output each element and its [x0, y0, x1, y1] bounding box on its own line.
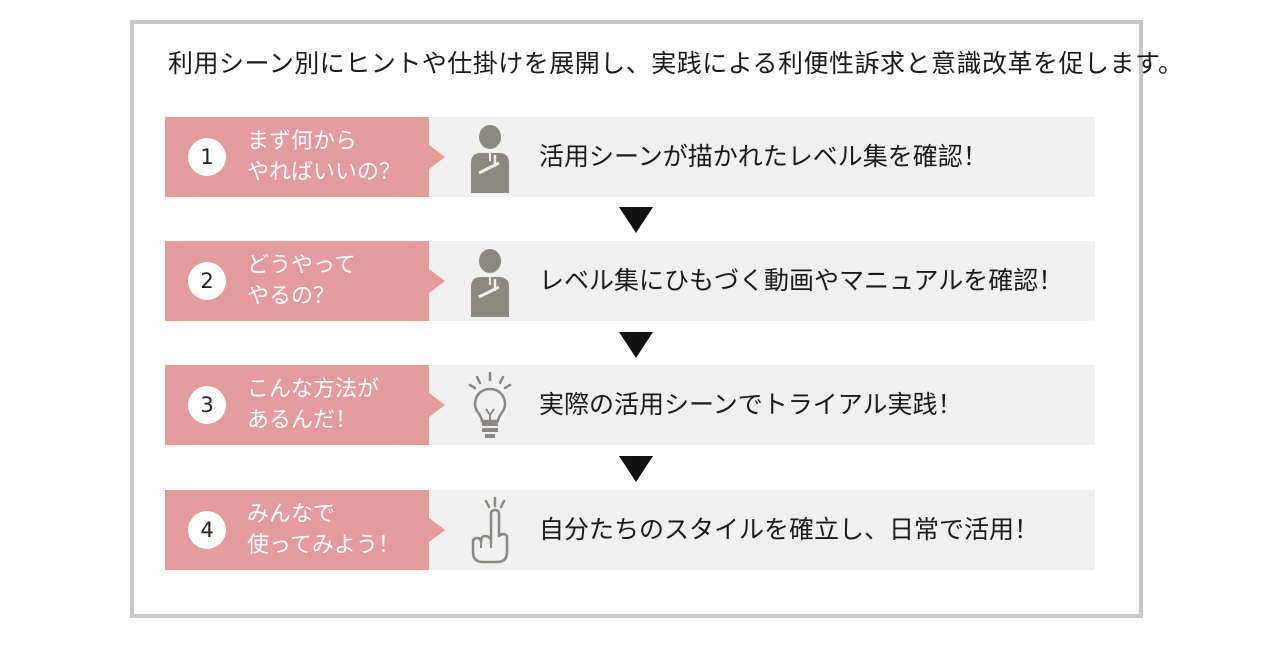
headline: 利用シーン別にヒントや仕掛けを展開し、実践による利便性訴求と意識改革を促します。 — [168, 49, 1184, 78]
tag-pointer — [429, 393, 445, 417]
step-number: 4 — [188, 511, 226, 549]
tag-pointer — [429, 269, 445, 293]
step-4: 4 みんなで 使ってみよう！ 自分たちのスタイルを確立し、日常で活用！ — [165, 490, 1095, 570]
tag-pointer — [429, 518, 445, 542]
thinking-person-icon — [465, 123, 515, 193]
step-number: 2 — [188, 262, 226, 300]
step-question-line1: こんな方法が — [247, 377, 380, 402]
step-description: 自分たちのスタイルを確立し、日常で活用！ — [539, 515, 1040, 544]
step-3: 3 こんな方法が あるんだ！ 実際の活用シーンでトライアル実践！ — [165, 365, 1095, 445]
thinking-person-icon — [465, 247, 515, 317]
down-arrow-3 — [619, 456, 653, 482]
step-question-line1: まず何から — [247, 129, 358, 154]
step-description: レベル集にひもづく動画やマニュアルを確認！ — [539, 266, 1064, 295]
step-question: まず何から やればいいの？ — [247, 126, 427, 188]
step-question-line2: 使ってみよう！ — [247, 533, 400, 558]
step-description: 活用シーンが描かれたレベル集を確認！ — [539, 142, 988, 171]
step-question: みんなで 使ってみよう！ — [247, 499, 427, 561]
tag-pointer — [429, 145, 445, 169]
lightbulb-icon — [465, 371, 515, 441]
step-1: 1 まず何から やればいいの？ 活用シーンが描かれたレベル集を確認！ — [165, 117, 1095, 197]
step-question: こんな方法が あるんだ！ — [247, 374, 427, 436]
step-question-line2: やればいいの？ — [247, 160, 402, 185]
step-number: 3 — [188, 386, 226, 424]
down-arrow-2 — [619, 332, 653, 358]
step-question-line2: あるんだ！ — [247, 408, 358, 433]
step-question-line2: やるの？ — [247, 284, 336, 309]
step-description: 実際の活用シーンでトライアル実践！ — [539, 390, 963, 419]
step-question: どうやって やるの？ — [247, 250, 427, 312]
step-2: 2 どうやって やるの？ レベル集にひもづく動画やマニュアルを確認！ — [165, 241, 1095, 321]
step-question-line1: どうやって — [247, 253, 356, 278]
step-question-line1: みんなで — [247, 502, 336, 527]
step-number: 1 — [188, 138, 226, 176]
down-arrow-1 — [619, 207, 653, 233]
pointing-hand-icon — [465, 496, 515, 566]
